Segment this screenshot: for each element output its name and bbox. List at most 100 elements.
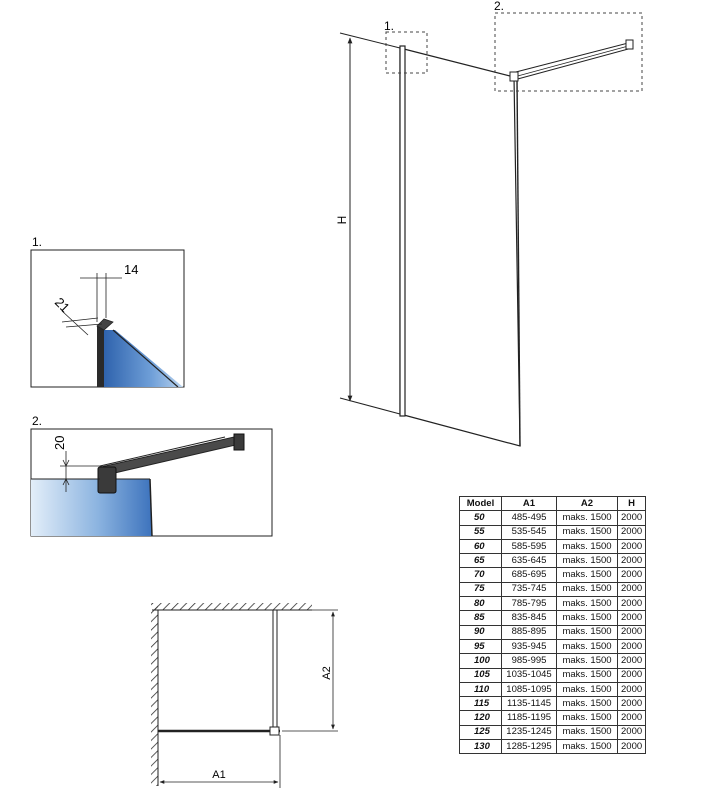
dim-14-label: 14: [124, 262, 138, 277]
detail-1-glass-edge: [112, 329, 179, 388]
detail-2-view: 2. 20: [30, 414, 273, 537]
cell-h: 2000: [616, 538, 647, 555]
cell-model: 125: [459, 724, 502, 741]
cell-a1: 985-995: [501, 653, 557, 669]
dim-20-arrow-top: [62, 459, 70, 467]
plan-wall-left-hatch: [151, 603, 158, 786]
glass-panel-edge: [516, 77, 521, 447]
cell-a1: 1035-1045: [501, 667, 557, 683]
cell-a1: 1285-1295: [501, 739, 557, 755]
cell-a1: 535-545: [501, 524, 557, 540]
cell-h: 2000: [616, 524, 647, 540]
detail-1-glass: [104, 330, 183, 387]
detail-2-label: 2.: [32, 414, 42, 428]
detail-2-wall-bracket: [233, 433, 245, 451]
cell-h: 2000: [616, 710, 647, 726]
cell-model: 105: [459, 667, 502, 683]
cell-a1: 935-945: [501, 638, 557, 655]
stabilizer-bar-inner: [513, 44, 633, 78]
dim-21-ext-a: [61, 317, 99, 323]
cell-a2: maks. 1500: [556, 739, 618, 755]
detail-1-view: 1. 14 21: [30, 235, 185, 388]
cell-a2: maks. 1500: [556, 624, 618, 640]
detail-2-bar-top-edge: [99, 436, 226, 467]
cell-model: 65: [459, 553, 502, 569]
cell-model: 95: [459, 638, 502, 655]
cell-h: 2000: [616, 724, 647, 741]
cell-h: 2000: [616, 653, 647, 669]
cell-model: 115: [459, 696, 502, 712]
cell-a2: maks. 1500: [556, 596, 618, 612]
cell-a2: maks. 1500: [556, 667, 618, 683]
cell-h: 2000: [616, 596, 647, 612]
header-model: Model: [459, 495, 502, 512]
cell-a1: 585-595: [501, 538, 557, 555]
cell-model: 80: [459, 596, 502, 612]
cell-h: 2000: [616, 696, 647, 712]
cell-a1: 635-645: [501, 553, 557, 569]
cell-model: 110: [459, 681, 502, 698]
cell-model: 100: [459, 653, 502, 669]
cell-model: 90: [459, 624, 502, 640]
callout-box-2: [494, 12, 643, 92]
cell-a2: maks. 1500: [556, 681, 618, 698]
cell-model: 60: [459, 538, 502, 555]
cell-h: 2000: [616, 739, 647, 755]
callout-box-1: [385, 31, 428, 74]
cell-a1: 835-845: [501, 610, 557, 626]
detail-1-profile-top: [96, 318, 114, 331]
cell-a1: 1185-1195: [501, 710, 557, 726]
a1-label: A1: [212, 769, 225, 781]
cell-a2: maks. 1500: [556, 710, 618, 726]
cell-h: 2000: [616, 553, 647, 569]
detail-2-glass-edge: [149, 478, 153, 537]
detail-2-glass: [31, 479, 152, 536]
cell-h: 2000: [616, 624, 647, 640]
cell-h: 2000: [616, 638, 647, 655]
cell-model: 75: [459, 581, 502, 598]
dim-21-ext-b: [65, 323, 103, 328]
detail-1-label: 1.: [32, 235, 42, 249]
cell-h: 2000: [616, 567, 647, 583]
cell-model: 130: [459, 739, 502, 755]
header-a2: A2: [556, 495, 618, 512]
cell-a2: maks. 1500: [556, 696, 618, 712]
cell-model: 70: [459, 567, 502, 583]
stabilizer-wall-bracket: [625, 39, 634, 50]
dim-20-label: 20: [52, 436, 67, 450]
glass-panel: [399, 47, 521, 447]
dim-21-line: [61, 310, 89, 336]
table-header-row: Model A1 A2 H: [459, 495, 647, 512]
cell-a2: maks. 1500: [556, 510, 618, 526]
cell-a1: 685-695: [501, 567, 557, 583]
cell-a1: 485-495: [501, 510, 557, 526]
cell-h: 2000: [616, 581, 647, 598]
cell-a1: 885-895: [501, 624, 557, 640]
cell-a1: 1085-1095: [501, 681, 557, 698]
cell-a2: maks. 1500: [556, 567, 618, 583]
header-h: H: [616, 495, 647, 512]
main-perspective-view: H 1. 2.: [335, 0, 643, 447]
cell-a1: 1235-1245: [501, 724, 557, 741]
cell-a2: maks. 1500: [556, 581, 618, 598]
cell-h: 2000: [616, 610, 647, 626]
callout-label-2: 2.: [494, 0, 504, 13]
h-extension-bottom: [339, 397, 401, 415]
cell-a1: 1135-1145: [501, 696, 557, 712]
cell-a1: 735-745: [501, 581, 557, 598]
